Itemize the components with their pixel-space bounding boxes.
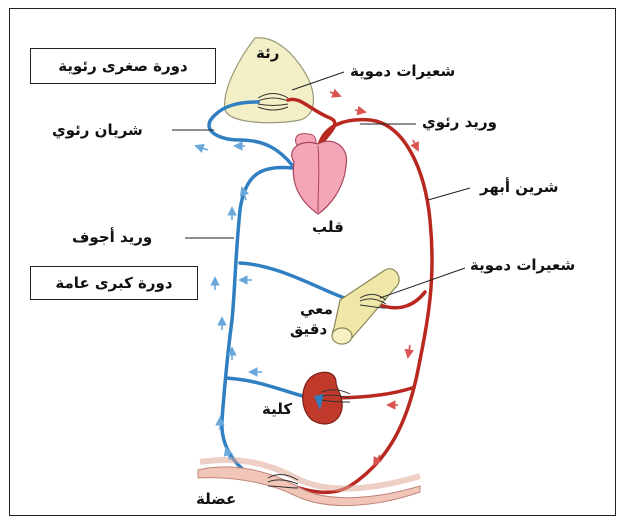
kidney-shape	[303, 372, 342, 424]
small-intestine-label-line1: معي	[300, 302, 333, 317]
aorta-label: شرين أبهر	[480, 180, 558, 195]
leader-aorta	[428, 188, 470, 200]
systemic-circulation-box: دورة كبرى عامة	[30, 266, 198, 300]
heart-label: قلب	[312, 220, 344, 235]
pulmonary-vein-label: وريد رئوي	[422, 115, 497, 130]
pulmonary-artery-label: شريان رئوي	[52, 123, 143, 138]
vena-cava-label: وريد أجوف	[72, 230, 152, 245]
small-intestine-label-line2: دقيق	[290, 322, 327, 337]
kidney-label: كلية	[262, 402, 292, 417]
capillaries-top-label: شعيرات دموية	[350, 64, 455, 79]
muscle-label: عضلة	[196, 492, 236, 507]
kidney-vein	[226, 378, 310, 398]
lung-label: رئة	[256, 46, 279, 61]
capillaries-mid-label: شعيرات دموية	[470, 258, 575, 273]
heart-shape	[292, 134, 347, 214]
pulmonary-circulation-box: دورة صغرى رئوية	[30, 48, 216, 84]
